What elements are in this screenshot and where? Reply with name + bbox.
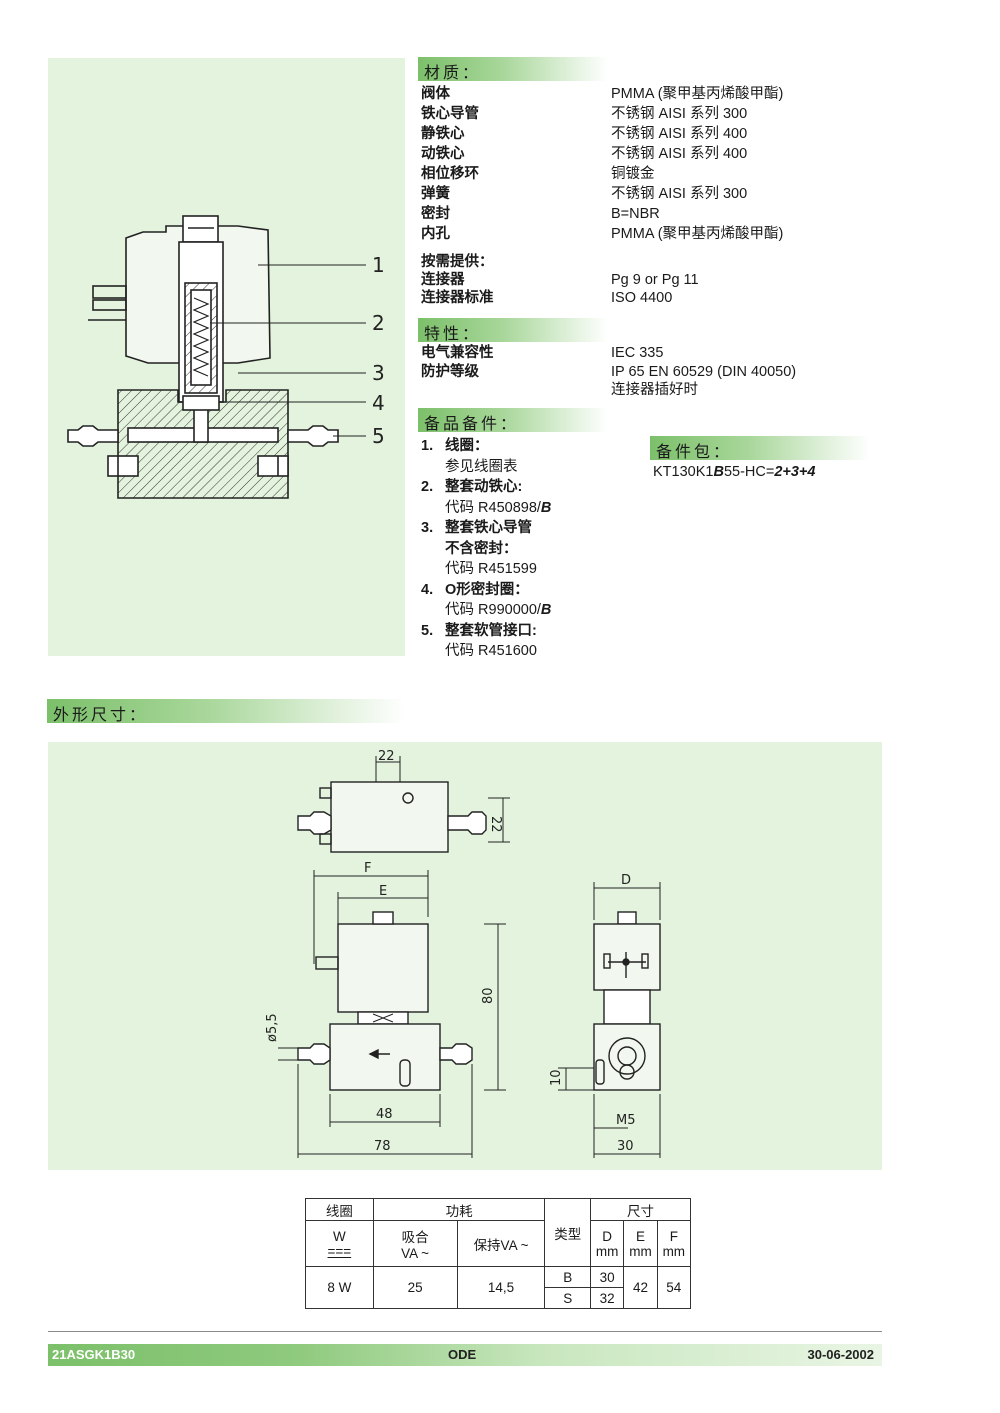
spare-item: 4.O形密封圈： [421,581,529,598]
dimensions-header: 外形尺寸： [47,699,405,724]
dim-E: E [379,884,387,899]
th-w: W=== [305,1220,374,1267]
feature-value: 连接器插好时 [611,382,698,398]
on-request-list: 按需提供： 连接器 Pg 9 or Pg 11 连接器标准 ISO 4400 [421,252,861,312]
spare-item: 3.整套铁心导管 [421,520,532,536]
dimensions-header-text: 外形尺寸： [53,707,149,724]
spares-header-text: 备品备件： [424,416,520,433]
on-request-label: 连接器 [421,272,465,288]
cell-type-b: B [544,1266,591,1288]
feature-value: IP 65 EN 60529 (DIN 40050) [611,364,797,380]
dim-phi55: ø5,5 [265,1013,280,1042]
spare-item-code: 代码 R450898/B [445,499,552,516]
cell-d-b: 30 [589,1266,625,1288]
materials-list: 阀体 PMMA (聚甲基丙烯酸甲酯) 铁心导管 不锈钢 AISI 系列 300 … [421,84,861,249]
footer-doc-code: 21ASGK1B30 [52,1347,136,1362]
dim-48: 48 [376,1107,393,1122]
material-label: 铁心导管 [421,106,479,122]
callout-4: 4 [372,391,385,415]
features-header: 特性： [418,318,608,343]
cell-holding: 14,5 [456,1266,546,1309]
material-value: 不锈钢 AISI 系列 400 [611,146,748,162]
dimension-drawing-panel: 22 22 F E 80 ø5,5 48 78 D 10 M5 30 [48,742,882,1170]
cell-e: 42 [623,1266,658,1309]
dimension-drawing: 22 22 F E 80 ø5,5 48 78 D 10 M5 30 [265,749,661,1158]
callout-3: 3 [372,361,385,385]
features-list: 电气兼容性 IEC 335 防护等级 IP 65 EN 60529 (DIN 4… [421,343,861,403]
material-value: B=NBR [611,206,660,222]
dim-F: F [364,861,371,876]
callout-2: 2 [372,311,385,335]
th-coil: 线圈 [305,1198,374,1221]
spare-item: 2.整套动铁心: [421,479,523,495]
material-label: 阀体 [421,86,450,102]
material-label: 密封 [421,206,450,222]
dim-78: 78 [374,1139,391,1154]
material-label: 动铁心 [421,146,465,162]
on-request-title: 按需提供： [421,254,494,270]
callout-5: 5 [372,424,385,448]
dim-D: D [621,873,631,888]
spare-item-code: 代码 R990000/B [445,602,552,618]
dim-M5: M5 [616,1113,636,1128]
spares-list: 1.线圈： 参见线圈表 2.整套动铁心: 代码 R450898/B 3.整套铁心… [421,436,641,662]
spares-header: 备品备件： [418,408,608,433]
features-header-text: 特性： [424,326,482,343]
feature-value: IEC 335 [611,345,664,361]
on-request-value: Pg 9 or Pg 11 [611,272,699,288]
feature-label: 防护等级 [421,364,479,380]
cell-inrush: 25 [372,1266,458,1309]
th-holding: 保持VA ~ [456,1220,546,1267]
spare-kit-header: 备件包： [650,436,870,461]
footer-date: 30-06-2002 [807,1347,875,1362]
th-size: 尺寸 [589,1198,692,1221]
material-label: 弹簧 [421,186,450,202]
cell-f: 54 [656,1266,692,1309]
material-value: 不锈钢 AISI 系列 300 [611,106,748,122]
th-type: 类型 [544,1198,591,1267]
cell-d-s: 32 [589,1287,625,1309]
on-request-label: 连接器标准 [421,290,494,306]
materials-header-text: 材质： [424,65,482,82]
callout-1: 1 [372,253,385,277]
spare-item-code: 代码 R451600 [445,643,537,659]
material-label: 静铁心 [421,126,465,142]
material-value: 不锈钢 AISI 系列 300 [611,186,748,202]
footer-brand: ODE [448,1347,477,1362]
spare-item-code: 代码 R451599 [445,561,537,577]
feature-label: 电气兼容性 [421,345,494,361]
material-value: PMMA (聚甲基丙烯酸甲酯) [611,226,784,242]
spare-item: 5.整套软管接口: [421,622,537,639]
dim-80: 80 [481,987,496,1004]
spare-item-sub: 参见线圈表 [445,458,518,475]
section-drawing-panel: 1 2 3 4 5 [48,58,405,656]
dim-22-top: 22 [378,749,395,764]
valve-section-drawing: 1 2 3 4 5 [67,215,385,499]
material-value: 不锈钢 AISI 系列 400 [611,126,748,142]
footer-divider [48,1331,882,1332]
spare-item-title2: 不含密封： [445,540,518,557]
cell-type-s: S [544,1287,591,1309]
on-request-value: ISO 4400 [611,290,673,306]
dim-10: 10 [549,1069,564,1086]
material-label: 相位移环 [421,166,479,182]
spare-item: 1.线圈： [421,438,489,454]
material-value: PMMA (聚甲基丙烯酸甲酯) [611,86,784,102]
footer-bar: 21ASGK1B30 ODE 30-06-2002 [48,1344,882,1366]
material-label: 内孔 [421,226,450,242]
dim-22-side: 22 [488,816,503,833]
material-value: 铜镀金 [611,166,655,182]
materials-header: 材质： [418,57,608,82]
cell-w: 8 W [305,1266,374,1309]
dim-30: 30 [617,1139,634,1154]
spare-kit-code: KT130K1B55-HC=2+3+4 [653,464,816,480]
spare-kit-header-text: 备件包： [656,444,733,461]
th-power: 功耗 [372,1198,546,1221]
